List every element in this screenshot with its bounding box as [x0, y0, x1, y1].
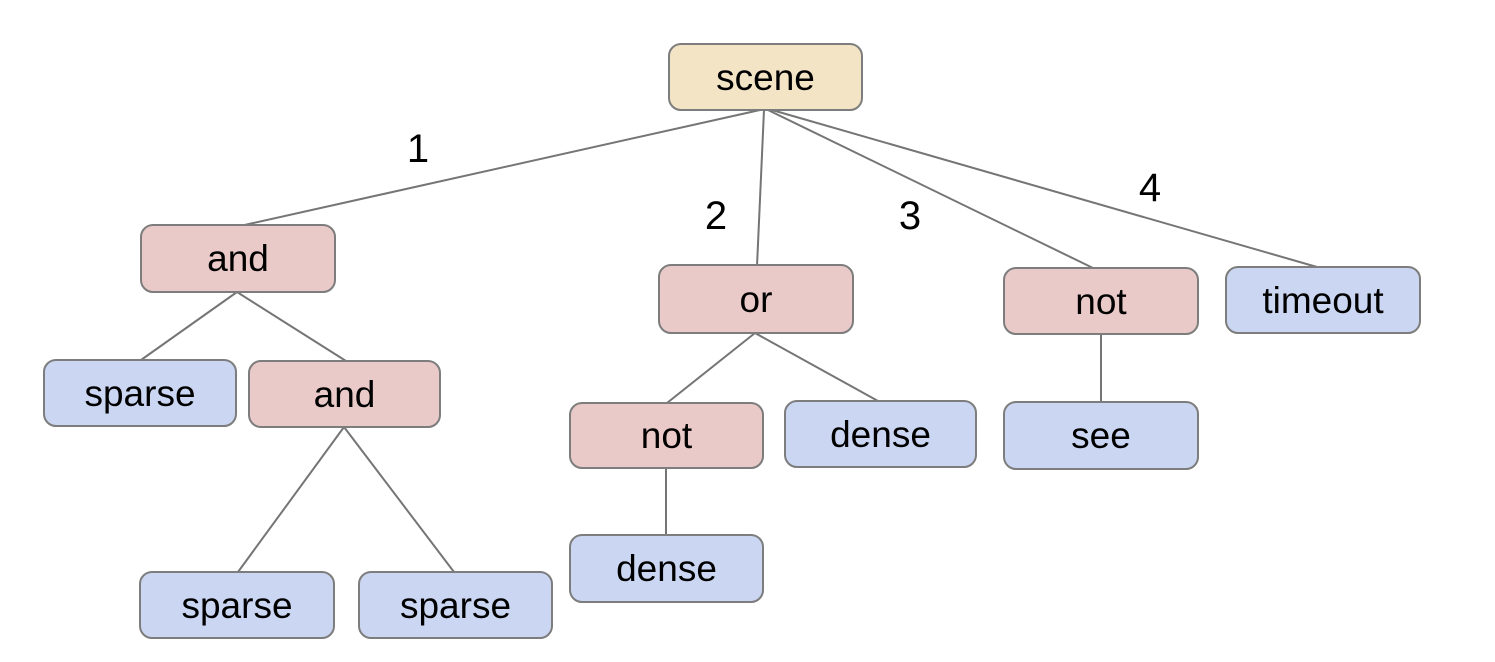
node-sparse-2: sparse — [139, 571, 335, 639]
edge-and-2-sparse-2 — [237, 426, 345, 573]
node-dense-1: dense — [784, 400, 977, 468]
edge-and-1-and-2 — [236, 291, 347, 362]
node-not-1: not — [1003, 267, 1199, 335]
node-sparse-3: sparse — [358, 571, 553, 639]
node-timeout: timeout — [1225, 266, 1421, 334]
node-scene: scene — [668, 43, 863, 111]
edge-scene-and-1 — [239, 109, 761, 227]
node-or: or — [658, 264, 854, 334]
edge-label-3: 3 — [898, 194, 922, 238]
node-not-2: not — [569, 402, 764, 469]
node-and-2: and — [248, 360, 441, 428]
edge-scene-timeout — [771, 109, 1318, 268]
edge-scene-or — [756, 109, 765, 267]
node-and-1: and — [140, 224, 336, 293]
edge-label-1: 1 — [406, 127, 430, 171]
edge-scene-not-1 — [767, 109, 1094, 269]
edge-and-1-sparse-1 — [140, 291, 238, 361]
edge-or-dense-1 — [754, 332, 879, 402]
edge-label-4: 4 — [1138, 166, 1162, 210]
node-sparse-1: sparse — [43, 359, 237, 427]
node-see: see — [1003, 401, 1199, 470]
edge-and-2-sparse-3 — [343, 426, 455, 573]
edge-label-2: 2 — [704, 194, 728, 238]
edge-or-not-2 — [666, 332, 756, 404]
node-dense-2: dense — [569, 534, 764, 603]
